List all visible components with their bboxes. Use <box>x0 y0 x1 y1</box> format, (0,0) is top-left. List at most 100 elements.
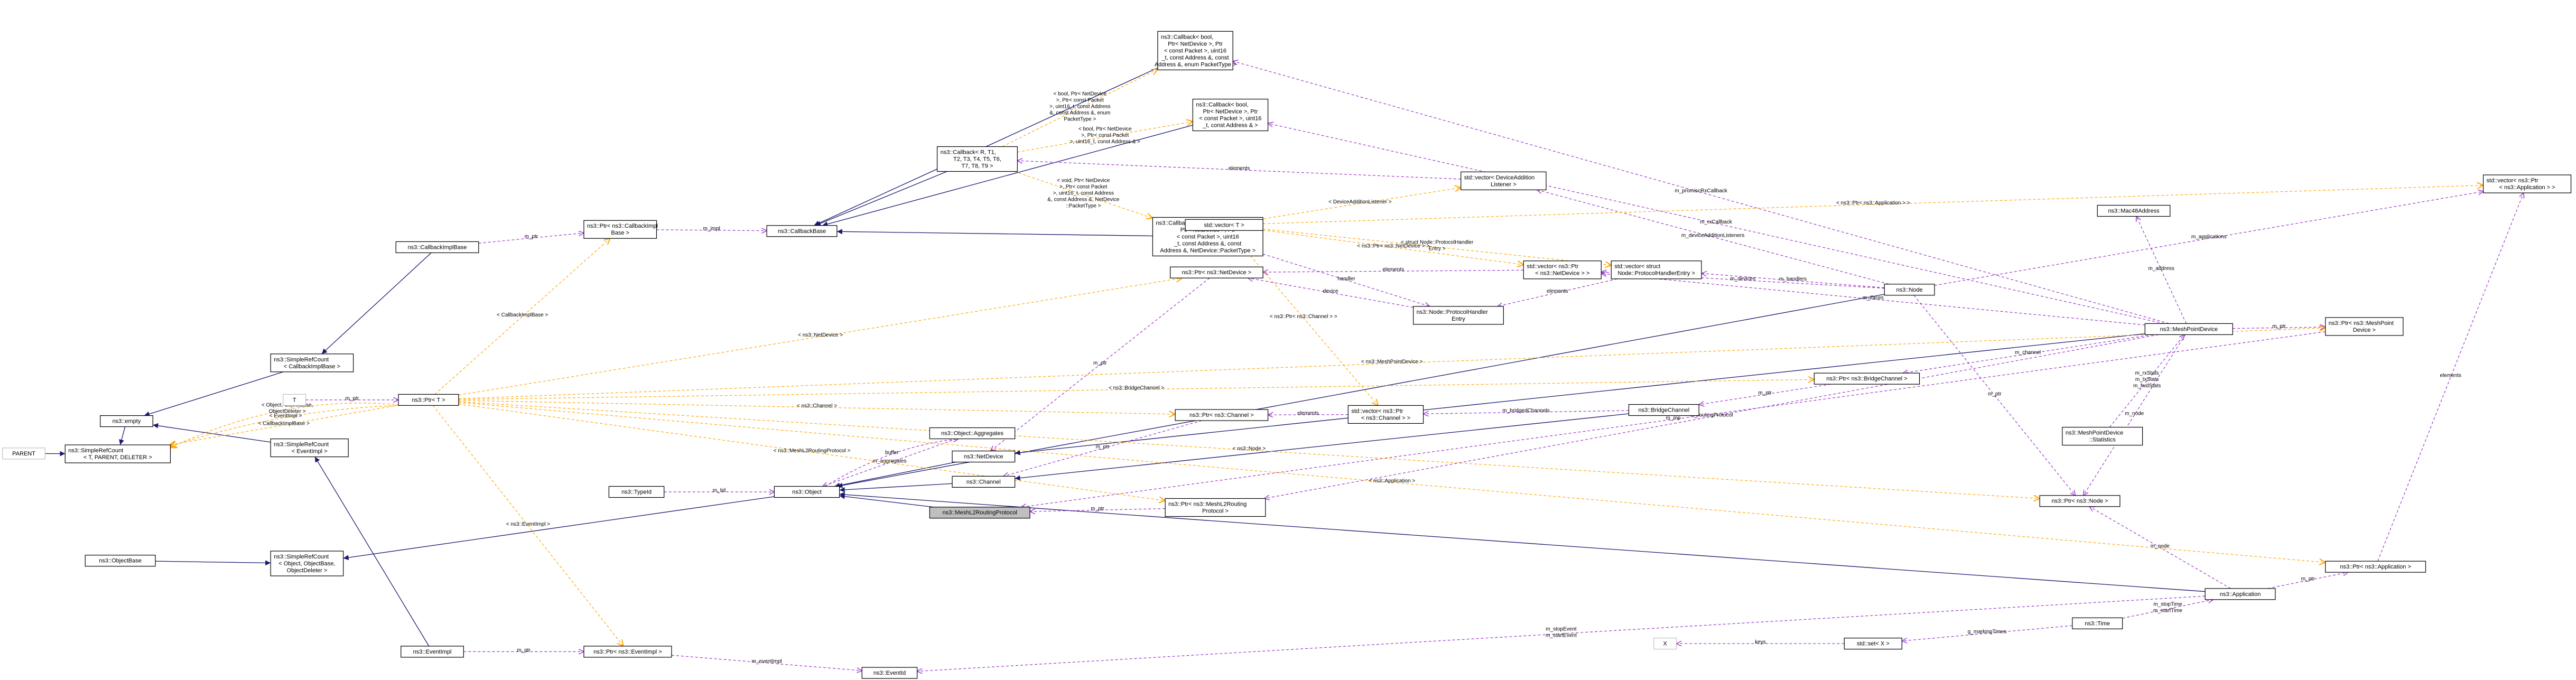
node-box <box>395 241 479 253</box>
edge-usage <box>1701 273 1885 288</box>
edge-label: g_markingTimes <box>1968 629 2007 635</box>
edge-usage <box>991 277 1210 451</box>
node-box <box>1170 266 1263 278</box>
node-box <box>2 448 45 460</box>
class-node-netdevice[interactable]: ns3::NetDevice <box>952 450 1016 463</box>
class-node-object[interactable]: ns3::Object <box>774 486 840 498</box>
class-node-x-param[interactable]: X <box>1653 637 1677 650</box>
node-box <box>2144 323 2233 336</box>
class-node-vec-ptr-app[interactable]: std::vector< ns3::Ptr< ns3::Application … <box>2482 174 2572 193</box>
class-node-callback-r[interactable]: ns3::Callback< R, T1,T2, T3, T4, T5, T6,… <box>936 146 1018 172</box>
node-label-line: ns3::SimpleRefCount <box>274 442 329 448</box>
edge-template <box>458 402 2326 563</box>
class-node-vec-handler[interactable]: std::vector< structNode::ProtocolHandler… <box>1611 260 1702 280</box>
node-box <box>2205 588 2276 600</box>
node-label-line: ::Statistics <box>2089 437 2116 443</box>
class-node-parent[interactable]: PARENT <box>2 448 45 460</box>
node-label-line: ns3::Ptr< ns3::Channel > <box>1189 412 1254 418</box>
class-node-set-x[interactable]: std::set< X > <box>1844 637 1902 650</box>
class-node-mac48[interactable]: ns3::Mac48Address <box>2097 204 2171 217</box>
class-node-cb-rx[interactable]: ns3::Callback< bool,Ptr< NetDevice >, Pt… <box>1192 98 1269 132</box>
class-node-ptr-mesh-l2[interactable]: ns3::Ptr< ns3::MeshL2RoutingProtocol > <box>1165 498 1266 517</box>
edge-label: < bool, Ptr< NetDevice>, Ptr< const Pack… <box>1070 126 1141 145</box>
class-node-obj-aggregates[interactable]: ns3::Object::Aggregates <box>929 427 1016 440</box>
class-node-ptr-eventimpl[interactable]: ns3::Ptr< ns3::EventImpl > <box>583 646 672 658</box>
class-node-srefcount-cb[interactable]: ns3::SimpleRefCount< CallbackImplBase > <box>270 353 354 372</box>
class-node-srefcount-ev[interactable]: ns3::SimpleRefCount< EventImpl > <box>270 438 349 458</box>
class-node-ptr-mpd[interactable]: ns3::Ptr< ns3::MeshPointDevice > <box>2325 317 2404 336</box>
class-node-time[interactable]: ns3::Time <box>2072 617 2123 629</box>
class-node-handler-entry[interactable]: ns3::Node::ProtocolHandlerEntry <box>1413 306 1504 325</box>
node-box <box>2097 204 2171 217</box>
node-label-line: _t, const Address & > <box>1202 123 1258 129</box>
node-label-line: ns3::Channel <box>966 479 1001 485</box>
node-label-line: Address &, enum PacketType > <box>1155 61 1236 68</box>
class-node-ptr-channel[interactable]: ns3::Ptr< ns3::Channel > <box>1175 409 1269 421</box>
node-box <box>1347 405 1424 424</box>
class-node-ptr-app[interactable]: ns3::Ptr< ns3::Application > <box>2325 561 2426 573</box>
class-node-vec-ptr-netdev[interactable]: std::vector< ns3::Ptr< ns3::NetDevice > … <box>1523 260 1602 280</box>
node-box <box>270 438 349 458</box>
edge-label: m_ptr <box>2272 323 2286 329</box>
node-label-line: Node::ProtocolHandlerEntry > <box>1617 271 1695 277</box>
class-node-vec-ptr-channel[interactable]: std::vector< ns3::Ptr< ns3::Channel > > <box>1347 405 1424 424</box>
node-label-line: T2, T3, T4, T5, T6, <box>953 156 1001 162</box>
class-node-node[interactable]: ns3::Node <box>1884 284 1935 296</box>
class-node-ptr-cb-impl[interactable]: ns3::Ptr< ns3::CallbackImplBase > <box>583 220 658 239</box>
edge-usage <box>478 233 584 244</box>
class-node-meshpointdevice[interactable]: ns3::MeshPointDevice <box>2144 323 2233 336</box>
class-node-ptr-t[interactable]: ns3::Ptr< T > <box>398 394 459 406</box>
class-node-eventimpl[interactable]: ns3::EventImpl <box>401 646 464 658</box>
edge-label: m_promiscRxCallback <box>1675 188 1727 194</box>
node-box <box>2062 426 2143 446</box>
class-node-ptr-bridgechannel[interactable]: ns3::Ptr< ns3::BridgeChannel > <box>1814 372 1920 385</box>
node-label-line: Ptr< NetDevice >, Ptr <box>1203 109 1258 115</box>
class-node-ptr-node[interactable]: ns3::Ptr< ns3::Node > <box>2039 495 2121 507</box>
edge-label: < EventImpl > <box>269 413 302 419</box>
node-label-line: PARENT <box>12 451 35 457</box>
edge-inherit <box>815 171 947 226</box>
class-node-t-param[interactable]: T <box>283 394 306 406</box>
edge-label: < ns3::MeshL2RoutingProtocol > <box>774 448 851 454</box>
node-label-line: Ptr< NetDevice >, Ptr <box>1168 41 1223 47</box>
edge-usage <box>2109 334 2184 427</box>
node-label-line: ns3::CallbackImplBase <box>408 244 467 250</box>
node-label-line: ns3::Ptr< ns3::EventImpl > <box>593 649 662 655</box>
edge-label: m_deviceAdditionListeners <box>1681 233 1745 239</box>
class-node-cb-promisc[interactable]: ns3::Callback< bool,Ptr< NetDevice >, Pt… <box>1155 31 1236 70</box>
node-label-line: < T, PARENT, DELETER > <box>83 454 152 461</box>
class-node-srefcount-obj[interactable]: ns3::SimpleRefCount< Object, ObjectBase,… <box>270 551 344 576</box>
node-box <box>1653 637 1677 650</box>
class-node-typeid[interactable]: ns3::TypeId <box>608 486 665 498</box>
edge-label: m_routingProtocol <box>1690 412 1733 418</box>
node-label-line: std::vector< struct <box>1614 264 1660 270</box>
edge-label: m_aggregates <box>873 459 907 464</box>
class-node-cb-impl-base[interactable]: ns3::CallbackImplBase <box>395 241 479 253</box>
node-label-line: ns3::Mac48Address <box>2108 208 2160 214</box>
edge-label: < ns3::MeshPointDevice > <box>1361 359 1423 365</box>
edge-label: < void, Ptr< NetDevice>, Ptr< const Pack… <box>1047 178 1120 209</box>
class-node-vec-devadd[interactable]: std::vector< DeviceAdditionListener > <box>1461 171 1547 190</box>
edge-usage <box>1262 254 1430 306</box>
class-node-vector-t[interactable]: std::vector< T > <box>1185 219 1263 231</box>
class-node-eventid[interactable]: ns3::EventId <box>861 667 918 679</box>
edge-usage <box>1913 295 2076 496</box>
class-node-objectbase[interactable]: ns3::ObjectBase <box>85 555 156 567</box>
class-node-channel[interactable]: ns3::Channel <box>952 476 1016 488</box>
class-node-mpd-statistics[interactable]: ns3::MeshPointDevice::Statistics <box>2062 426 2143 446</box>
edge-inherit <box>839 492 2206 592</box>
node-label-line: ns3::Application <box>2220 591 2261 598</box>
class-node-ptr-netdevice[interactable]: ns3::Ptr< ns3::NetDevice > <box>1170 266 1263 278</box>
edge-label: < ns3::Channel > <box>797 403 837 409</box>
edge-label: elements <box>2440 373 2461 379</box>
class-node-empty[interactable]: ns3::empty <box>100 415 153 427</box>
class-node-cb-base[interactable]: ns3::CallbackBase <box>766 225 838 237</box>
class-node-mesh-l2[interactable]: ns3::MeshL2RoutingProtocol <box>929 507 1030 519</box>
class-node-application[interactable]: ns3::Application <box>2205 588 2276 600</box>
class-node-srefcount-t[interactable]: ns3::SimpleRefCount< T, PARENT, DELETER … <box>64 444 171 463</box>
node-label-line: X <box>1663 641 1668 647</box>
class-node-bridgechannel[interactable]: ns3::BridgeChannel <box>1628 404 1699 416</box>
edge-template <box>458 401 2040 498</box>
node-box <box>952 476 1016 488</box>
